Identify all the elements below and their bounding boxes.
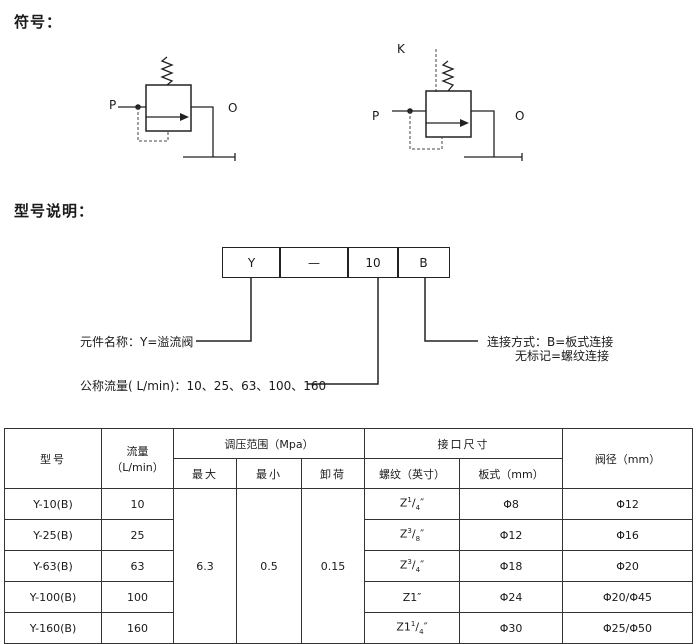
- thread-den: 4: [419, 627, 424, 636]
- cell-plate: Φ30: [459, 612, 564, 644]
- header-pressure-max: 最大: [173, 458, 237, 489]
- code-box-type: Y: [222, 247, 281, 278]
- header-pressure-min: 最小: [236, 458, 302, 489]
- thread-num: 1: [407, 496, 412, 505]
- cell-diameter: Φ16: [562, 519, 694, 551]
- model-code-heading: 型号说明：: [14, 202, 95, 220]
- cell-plate: Φ24: [459, 581, 564, 613]
- header-row-1: 型号 流量 （L/min） 调压范围（Mpa） 接口尺寸 阀径（mm）: [4, 428, 694, 489]
- header-unload: 卸荷: [300, 458, 366, 489]
- cell-flow: 160: [101, 612, 174, 644]
- cell-model: Y-160(B): [4, 612, 102, 644]
- table-row: Y-63(B) 63 Z3/4″ Φ18 Φ20: [4, 550, 694, 582]
- thread-unit: ″: [420, 527, 425, 541]
- table-row: Y-10(B) 10 6.3 0.5 0.15 Z1/4″ Φ8 Φ12: [4, 488, 694, 644]
- header-pressure-range: 调压范围（Mpa）: [172, 428, 366, 459]
- cell-plate: Φ12: [459, 519, 564, 551]
- symbol2-outlet-label: O: [515, 109, 525, 123]
- code-box-connection: B: [397, 247, 450, 278]
- code-box-dash: —: [279, 247, 349, 278]
- desc-element-name: 元件名称：Y=溢流阀: [80, 335, 194, 349]
- cell-model: Y-10(B): [4, 488, 102, 520]
- cell-plate: Φ8: [459, 488, 564, 520]
- header-flow: 流量 （L/min）: [101, 428, 174, 489]
- header-valve-diameter: 阀径（mm）: [562, 428, 694, 489]
- thread-den: 4: [415, 503, 421, 512]
- code-leader-lines: [196, 278, 478, 385]
- table-row: Y-100(B) 100 Z1″ Φ24 Φ20/Φ45: [4, 581, 694, 613]
- symbols-heading: 符号：: [14, 13, 63, 31]
- table-row: Y-160(B) 160 Z11/4″ Φ30 Φ25/Φ50: [4, 612, 694, 644]
- thread-num: 3: [407, 558, 412, 567]
- cell-flow: 63: [101, 550, 174, 582]
- cell-unload: 0.15: [300, 488, 366, 644]
- thread-num: 3: [407, 527, 412, 536]
- header-row-2: 最大 最小 卸荷 螺纹（英寸） 板式（mm）: [5, 458, 693, 489]
- relief-valve-symbol: [118, 56, 236, 161]
- header-flow-line1: 流量: [126, 444, 149, 458]
- symbol1-inlet-label: P: [109, 98, 117, 112]
- desc-connection-thread: 无标记=螺纹连接: [515, 349, 610, 363]
- cell-flow: 10: [101, 488, 174, 520]
- thread-whole: Z1: [402, 590, 418, 604]
- cell-model: Y-100(B): [4, 581, 102, 613]
- table-row: Y-25(B) 25 Z3/8″ Φ12 Φ16: [4, 519, 694, 551]
- thread-unit: ″: [417, 590, 422, 604]
- thread-whole: Z: [399, 558, 408, 572]
- thread-whole: Z1: [396, 620, 411, 634]
- desc-connection-plate: 连接方式：B=板式连接: [487, 335, 614, 349]
- cell-model: Y-25(B): [4, 519, 102, 551]
- thread-unit: ″: [420, 558, 425, 572]
- spec-table: 型号 流量 （L/min） 调压范围（Mpa） 接口尺寸 阀径（mm） 最大 最…: [4, 428, 694, 644]
- thread-den: 4: [415, 565, 421, 574]
- cell-model: Y-63(B): [4, 550, 102, 582]
- header-flow-line2: （L/min）: [111, 460, 164, 474]
- cell-flow: 100: [101, 581, 174, 613]
- cell-thread: Z1″: [364, 581, 461, 613]
- thread-whole: Z: [399, 496, 408, 510]
- cell-thread: Z3/8″: [364, 519, 461, 551]
- header-port-size: 接口尺寸: [364, 428, 564, 459]
- cell-flow: 25: [101, 519, 174, 551]
- cell-thread: Z1/4″: [364, 488, 461, 520]
- cell-pressure-max: 6.3: [173, 488, 237, 644]
- cell-diameter: Φ20: [562, 550, 694, 582]
- desc-nominal-flow: 公称流量( L/min)：10、25、63、100、160: [80, 379, 327, 393]
- header-plate: 板式（mm）: [459, 458, 564, 489]
- code-box-flow: 10: [347, 247, 399, 278]
- symbol2-inlet-label: P: [372, 109, 380, 123]
- thread-whole: Z: [399, 527, 408, 541]
- cell-plate: Φ18: [459, 550, 564, 582]
- cell-diameter: Φ12: [562, 488, 694, 520]
- cell-thread: Z11/4″: [364, 612, 461, 644]
- symbol1-outlet-label: O: [228, 101, 238, 115]
- remote-relief-valve-symbol: [392, 49, 523, 161]
- cell-diameter: Φ25/Φ50: [562, 612, 694, 644]
- cell-pressure-min: 0.5: [236, 488, 302, 644]
- thread-num: 1: [410, 620, 416, 629]
- header-model: 型号: [4, 428, 102, 489]
- symbol2-remote-label: K: [397, 42, 405, 56]
- thread-unit: ″: [423, 620, 428, 634]
- thread-unit: ″: [420, 496, 425, 510]
- cell-thread: Z3/4″: [364, 550, 461, 582]
- cell-diameter: Φ20/Φ45: [562, 581, 694, 613]
- header-thread: 螺纹（英寸）: [364, 458, 461, 489]
- thread-den: 8: [415, 534, 421, 543]
